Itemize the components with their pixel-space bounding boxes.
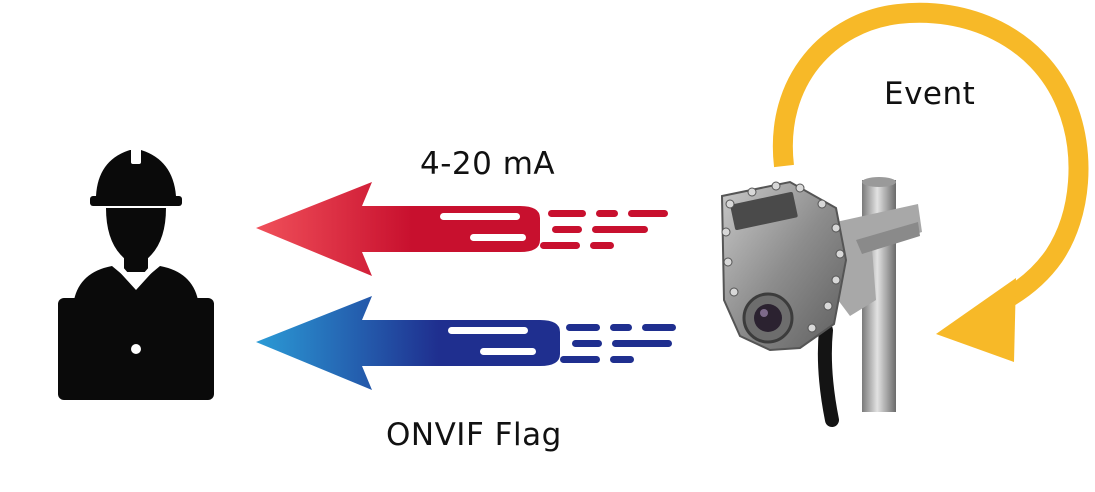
explosion-proof-camera-icon xyxy=(720,177,922,427)
worker-with-laptop-icon xyxy=(58,146,214,400)
onvif-flag-arrow xyxy=(256,296,676,390)
event-label: Event xyxy=(884,76,976,112)
circular-arrow-icon xyxy=(772,2,1089,362)
onvif-flag-label: ONVIF Flag xyxy=(386,417,562,453)
current-signal-label: 4-20 mA xyxy=(420,146,556,182)
current-signal-arrow xyxy=(256,182,668,276)
